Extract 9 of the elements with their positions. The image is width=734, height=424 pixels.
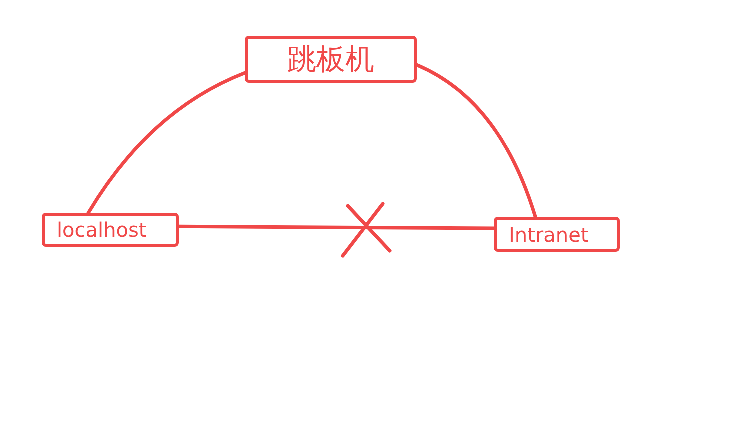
node-label: 跳板机	[288, 40, 374, 78]
node-box	[245, 36, 417, 83]
node-box	[494, 217, 620, 252]
connector-line	[177, 224, 496, 230]
node-box	[42, 213, 179, 247]
connector-line	[86, 71, 247, 215]
connector-line	[415, 63, 538, 219]
node-label: localhost	[57, 218, 147, 242]
node-label: Intranet	[509, 222, 589, 246]
